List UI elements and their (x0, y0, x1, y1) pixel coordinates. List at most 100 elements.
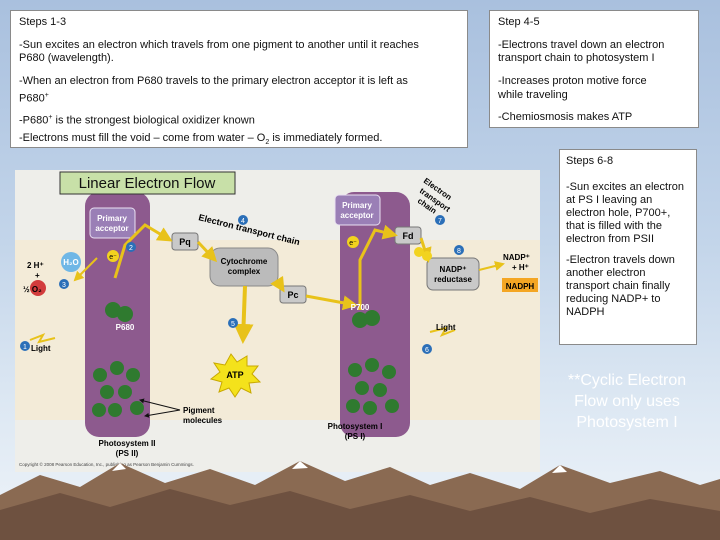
ps2-acceptor-label-2: acceptor (95, 224, 128, 233)
ps1-pigment-cluster (346, 358, 399, 415)
electron-path-pc (305, 294, 358, 311)
p700-center-1 (352, 312, 368, 328)
p700-label: P700 (351, 303, 370, 312)
pigment-molecule (92, 403, 106, 417)
pigment-molecule (363, 401, 377, 415)
oxygen-molecule (30, 280, 46, 296)
pigment-molecule (126, 368, 140, 382)
snow-cap (112, 463, 126, 471)
nadp-plus-label: NADP⁺ (503, 253, 530, 262)
steps-4-5-line2b: while traveling (498, 89, 568, 101)
nadp-reductase-label-1: NADP⁺ (440, 265, 467, 274)
steps-1-3-line4: -Electrons must fill the void – come fro… (19, 132, 383, 147)
nadph-label: NADPH (506, 282, 535, 291)
steps-1-3-line3: -P680+ is the strongest biological oxidi… (19, 114, 255, 127)
ps2-pigment-cluster (92, 361, 144, 417)
snow-cap (552, 465, 567, 473)
step-marker-5 (228, 318, 238, 328)
step-marker-2 (126, 242, 136, 252)
electron-fd-2 (422, 251, 432, 261)
light-ray-left (29, 333, 56, 344)
pigment-molecule (373, 383, 387, 397)
snow-cap (292, 461, 308, 469)
steps-1-3-line2b: P680+ (19, 92, 49, 105)
steps-4-5-line2: -Increases proton motive force (498, 75, 647, 87)
nadph-box (502, 278, 538, 292)
diagram-title: Linear Electron Flow (79, 175, 216, 192)
pigment-molecules-label-2: molecules (183, 416, 223, 425)
two-h-label: 2 H⁺ (27, 261, 44, 270)
plus-label: + (35, 271, 40, 280)
step-marker-4 (238, 215, 248, 225)
steps-6-8-para2: -Electron travels down another electron … (566, 254, 675, 318)
nadp-reductase-label-2: reductase (434, 275, 472, 284)
steps-1-3-line2: -When an electron from P680 travels to t… (19, 75, 408, 87)
steps-4-5-line1: -Electrons travel down an electron (498, 39, 665, 51)
steps-4-5-title: Step 4-5 (498, 16, 540, 28)
step-marker-1 (20, 341, 30, 351)
steps-6-8-box: Steps 6-8 -Sun excites an electron at PS… (559, 149, 697, 345)
steps-4-5-line3: -Chemiosmosis makes ATP (498, 111, 633, 123)
pigment-molecule (110, 361, 124, 375)
electron-ps1 (347, 236, 359, 248)
step-number-1: 1 (23, 344, 27, 351)
linear-electron-flow-diagram: Primary acceptor Primary acceptor Cytoch… (15, 170, 540, 472)
h2o-label: H₂O (63, 258, 79, 267)
pigment-molecule (118, 385, 132, 399)
water-electron-arrow (73, 257, 98, 282)
fd-label: Fd (403, 231, 414, 241)
electron-path-cyt (270, 275, 285, 293)
pigment-molecule (385, 399, 399, 413)
ps1-acceptor-label-2: acceptor (340, 211, 373, 220)
steps-1-3-box: Steps 1-3 -Sun excites an electron which… (10, 10, 468, 148)
electron-fd-1 (414, 247, 424, 257)
cytochrome-label-2: complex (228, 267, 261, 276)
pigment-pointer-1 (139, 398, 181, 411)
cyclic-electron-flow-note: **Cyclic Electron Flow only uses Photosy… (567, 372, 687, 431)
step-marker-3 (59, 279, 69, 289)
steps-1-3-line1b: P680 (wavelength). (19, 52, 114, 64)
steps-4-5-line1b: transport chain to photosystem I (498, 52, 655, 64)
photosystem-1-label-2: (PS I) (345, 432, 366, 441)
step-number-8: 8 (457, 248, 461, 255)
step-marker-8 (454, 245, 464, 255)
nadp-reductase (426, 257, 480, 291)
half-o2-label: ½ O₂ (23, 285, 42, 294)
light-ray-right (429, 326, 456, 337)
pc-label: Pc (287, 290, 298, 300)
ps1-acceptor-label-1: Primary (342, 201, 372, 210)
electron-path-pq (196, 240, 218, 263)
step-number-2: 2 (129, 245, 133, 252)
steps-1-3-line1: -Sun excites an electron which travels f… (19, 39, 419, 51)
electron-ps2-label: e⁻ (109, 254, 117, 261)
pq-label: Pq (179, 237, 191, 247)
ps1-primary-acceptor (334, 194, 381, 226)
pigment-molecule (108, 403, 122, 417)
light-right-label: Light (436, 323, 456, 332)
p680-label: P680 (116, 323, 135, 332)
atp-burst (209, 353, 262, 398)
atp-energy-arrow (233, 285, 254, 344)
pigment-pointer-2 (144, 409, 181, 418)
steps-4-5-box: Step 4-5 -Electrons travel down an elect… (489, 10, 699, 128)
cytochrome-label-1: Cytochrome (221, 257, 268, 266)
mountain-landscape (0, 461, 720, 540)
electron-ps2 (107, 250, 119, 262)
electron-ps1-label: e⁻ (349, 240, 357, 247)
pigment-molecule (130, 401, 144, 415)
step-number-6: 6 (425, 347, 429, 354)
step-marker-6 (422, 344, 432, 354)
pc-carrier (279, 285, 307, 304)
pigment-molecule (365, 358, 379, 372)
step-number-5: 5 (231, 321, 235, 328)
step-number-3: 3 (62, 282, 66, 289)
steps-6-8-para1: -Sun excites an electron at PS I leaving… (566, 181, 685, 245)
step-number-7: 7 (438, 218, 442, 225)
photosystem-2-label-1: Photosystem II (99, 439, 156, 448)
light-left-label: Light (31, 344, 51, 353)
plus-h-label: + H⁺ (512, 263, 529, 272)
water-molecule (61, 252, 81, 272)
pigment-molecule (348, 363, 362, 377)
pigment-molecules-label-1: Pigment (183, 406, 215, 415)
p680-center-2 (117, 306, 133, 322)
